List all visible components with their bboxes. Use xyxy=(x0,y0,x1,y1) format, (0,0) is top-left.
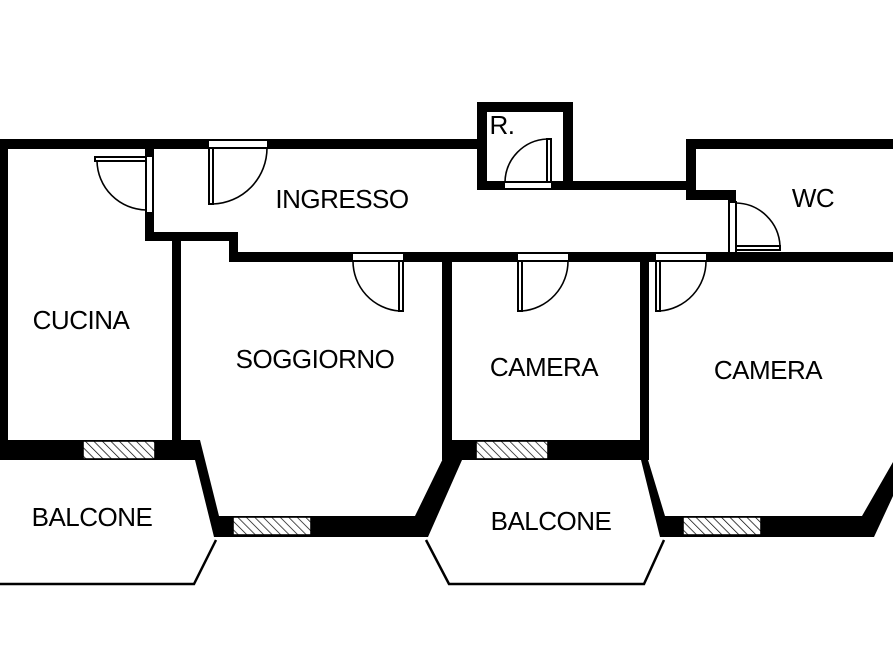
door-entrance[interactable] xyxy=(207,139,269,205)
wall-top-right xyxy=(686,139,893,149)
room-label-ingresso: INGRESSO xyxy=(275,184,408,214)
door-wc[interactable] xyxy=(728,201,781,252)
wall-facade-left xyxy=(0,440,893,537)
room-label-camera-2: CAMERA xyxy=(714,355,823,385)
wall-storage-left xyxy=(477,102,487,190)
room-label-wc: WC xyxy=(792,183,834,213)
wall-left-outer xyxy=(0,139,8,459)
wall-storage-right xyxy=(563,102,573,190)
wall-wc-left-upper xyxy=(686,139,696,190)
room-label-balcone-2: BALCONE xyxy=(491,506,612,536)
wall-kitchen-soggiorno xyxy=(172,232,181,460)
door-camera-1[interactable] xyxy=(516,252,570,312)
door-storage[interactable] xyxy=(503,138,552,190)
room-label-soggiorno: SOGGIORNO xyxy=(236,344,395,374)
window-kitchen xyxy=(82,440,156,460)
balcony-right-outline xyxy=(424,539,666,586)
window-soggiorno xyxy=(232,516,312,536)
wall-step-b xyxy=(229,232,238,262)
balcony-left-outline xyxy=(0,539,218,586)
wall-wc-left-lower xyxy=(728,190,736,210)
door-kitchen[interactable] xyxy=(94,155,154,213)
room-label-camera-1: CAMERA xyxy=(490,352,599,382)
wall-soggiorno-camera xyxy=(442,252,452,460)
room-label-cucina: CUCINA xyxy=(33,305,131,335)
room-label-balcone-1: BALCONE xyxy=(32,502,153,532)
wall-step-a xyxy=(145,232,238,241)
window-camera-1 xyxy=(475,440,549,460)
wall-top-middle xyxy=(563,181,693,190)
walls xyxy=(0,102,893,537)
room-label-ripostiglio: R. xyxy=(490,110,515,140)
wall-wc-step xyxy=(686,190,730,200)
door-camera-2[interactable] xyxy=(654,252,708,312)
wall-camera-camera xyxy=(640,252,649,460)
door-soggiorno[interactable] xyxy=(351,252,405,312)
wall-storage-top xyxy=(477,102,573,112)
window-camera-2 xyxy=(682,516,762,536)
